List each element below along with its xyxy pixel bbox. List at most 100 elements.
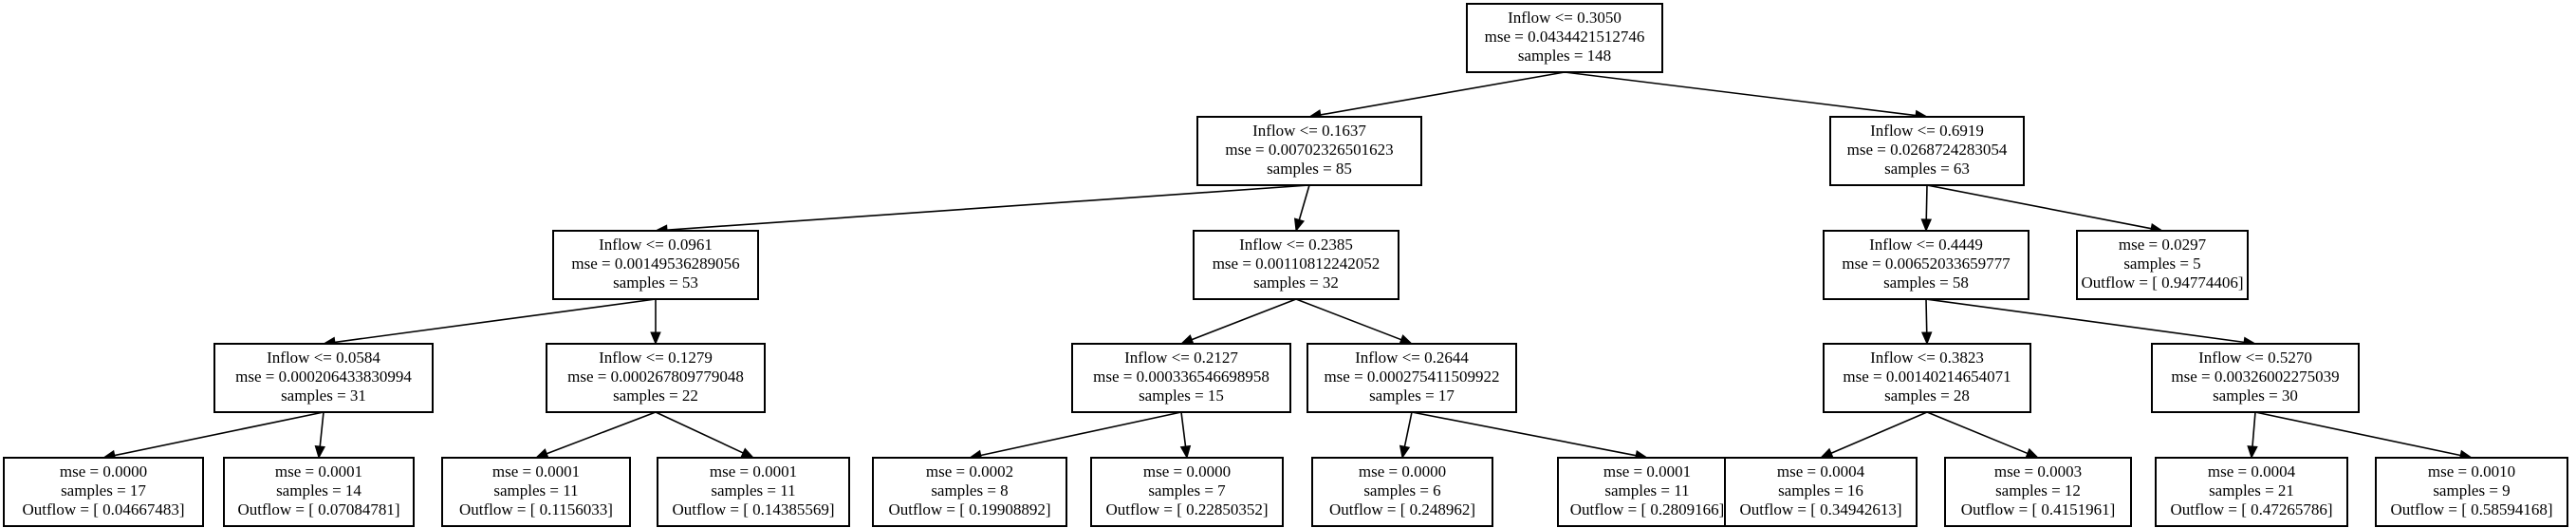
node-line: samples = 85 xyxy=(1267,160,1352,178)
node-line: samples = 31 xyxy=(281,387,366,405)
node-line: mse = 0.00140214654071 xyxy=(1843,368,2011,386)
node-box xyxy=(1071,343,1291,413)
node-line: mse = 0.000275411509922 xyxy=(1324,368,1499,386)
node-line: mse = 0.0001 xyxy=(1603,462,1691,481)
node-box xyxy=(2076,230,2249,300)
node-line: samples = 14 xyxy=(276,481,361,500)
node-line: mse = 0.000267809779048 xyxy=(567,368,744,386)
node-box xyxy=(1090,457,1284,527)
node-box xyxy=(1823,230,2029,300)
arrowhead-icon xyxy=(2247,445,2258,460)
edge-n8-n15 xyxy=(546,411,657,455)
node-line: samples = 53 xyxy=(613,273,698,292)
node-line: Outflow = [ 0.2809166] xyxy=(1570,500,1725,519)
arrowhead-icon xyxy=(1920,331,1933,346)
node-line: samples = 5 xyxy=(2123,255,2200,273)
node-box xyxy=(213,343,434,413)
node-box xyxy=(546,343,766,413)
node-line: samples = 30 xyxy=(2213,387,2298,405)
node-line: Inflow <= 0.1279 xyxy=(599,349,713,367)
node-line: mse = 0.0000 xyxy=(60,462,147,481)
edge-n8-n16 xyxy=(655,411,744,454)
arrowhead-icon xyxy=(740,447,755,459)
arrowhead-icon xyxy=(2025,447,2040,459)
arrowhead-icon xyxy=(1819,447,1834,459)
node-line: samples = 7 xyxy=(1148,481,1226,500)
node-line: Inflow <= 0.5270 xyxy=(2198,349,2312,367)
node-line: mse = 0.0434421512746 xyxy=(1485,28,1645,46)
edge-n2-n6 xyxy=(1926,184,2152,230)
node-line: Outflow = [ 0.34942613] xyxy=(1739,500,1901,519)
node-line: Inflow <= 0.0961 xyxy=(599,236,713,254)
node-line: mse = 0.0004 xyxy=(2208,462,2296,481)
node-line: samples = 9 xyxy=(2433,481,2510,500)
edge-n9-n18 xyxy=(1180,411,1187,447)
node-line: mse = 0.0297 xyxy=(2119,236,2207,254)
node-box xyxy=(2151,343,2360,413)
node-line: Outflow = [ 0.47265786] xyxy=(2170,500,2332,519)
arrowhead-icon xyxy=(534,448,549,459)
node-line: mse = 0.0001 xyxy=(492,462,580,481)
node-line: samples = 28 xyxy=(1884,387,1970,405)
edge-n7-n14 xyxy=(319,411,324,447)
node-line: Outflow = [ 0.22850352] xyxy=(1105,500,1268,519)
node-line: mse = 0.00326002275039 xyxy=(2171,368,2339,386)
node-box xyxy=(223,457,415,527)
node-box xyxy=(1466,3,1663,73)
node-line: samples = 21 xyxy=(2209,481,2294,500)
node-line: samples = 58 xyxy=(1883,273,1969,292)
edge-n3-n7 xyxy=(334,298,657,344)
node-line: samples = 17 xyxy=(61,481,146,500)
node-line: Outflow = [ 0.4151961] xyxy=(1961,500,2116,519)
node-line: samples = 22 xyxy=(613,387,698,405)
node-box xyxy=(2375,457,2568,527)
edge-n5-n11 xyxy=(1925,298,1928,333)
edge-n9-n17 xyxy=(980,411,1182,457)
node-line: mse = 0.0268724283054 xyxy=(1847,141,2008,159)
node-line: samples = 11 xyxy=(1604,481,1689,500)
node-line: mse = 0.0000 xyxy=(1359,462,1446,481)
node-line: Inflow <= 0.2127 xyxy=(1124,349,1238,367)
node-line: samples = 16 xyxy=(1778,481,1863,500)
node-line: Outflow = [ 0.248962] xyxy=(1329,500,1475,519)
edge-n11-n22 xyxy=(1926,411,2029,455)
node-box xyxy=(1193,230,1399,300)
node-line: mse = 0.0001 xyxy=(710,462,797,481)
node-line: samples = 17 xyxy=(1369,387,1455,405)
node-box xyxy=(2155,457,2348,527)
arrowhead-icon xyxy=(1399,334,1414,345)
node-line: Inflow <= 0.0584 xyxy=(267,349,380,367)
node-line: samples = 12 xyxy=(1995,481,2081,500)
node-line: Inflow <= 0.2385 xyxy=(1239,236,1353,254)
node-line: mse = 0.00110812242052 xyxy=(1213,255,1381,273)
node-line: samples = 8 xyxy=(931,481,1008,500)
node-line: samples = 11 xyxy=(493,481,578,500)
node-line: mse = 0.0000 xyxy=(1143,462,1231,481)
node-line: Outflow = [ 0.58594168] xyxy=(2390,500,2552,519)
node-box xyxy=(1823,343,2031,413)
node-line: samples = 11 xyxy=(711,481,795,500)
node-line: mse = 0.0010 xyxy=(2428,462,2515,481)
node-box xyxy=(657,457,850,527)
node-line: Outflow = [ 0.19908892] xyxy=(888,500,1050,519)
edge-n5-n12 xyxy=(1925,298,2245,344)
node-line: mse = 0.0004 xyxy=(1777,462,1865,481)
node-line: mse = 0.0003 xyxy=(1994,462,2082,481)
edge-n0-n1 xyxy=(1320,71,1566,116)
edge-n1-n3 xyxy=(666,184,1310,231)
edge-n4-n9 xyxy=(1191,298,1297,341)
node-box xyxy=(1724,457,1918,527)
edge-n1-n4 xyxy=(1298,184,1310,220)
